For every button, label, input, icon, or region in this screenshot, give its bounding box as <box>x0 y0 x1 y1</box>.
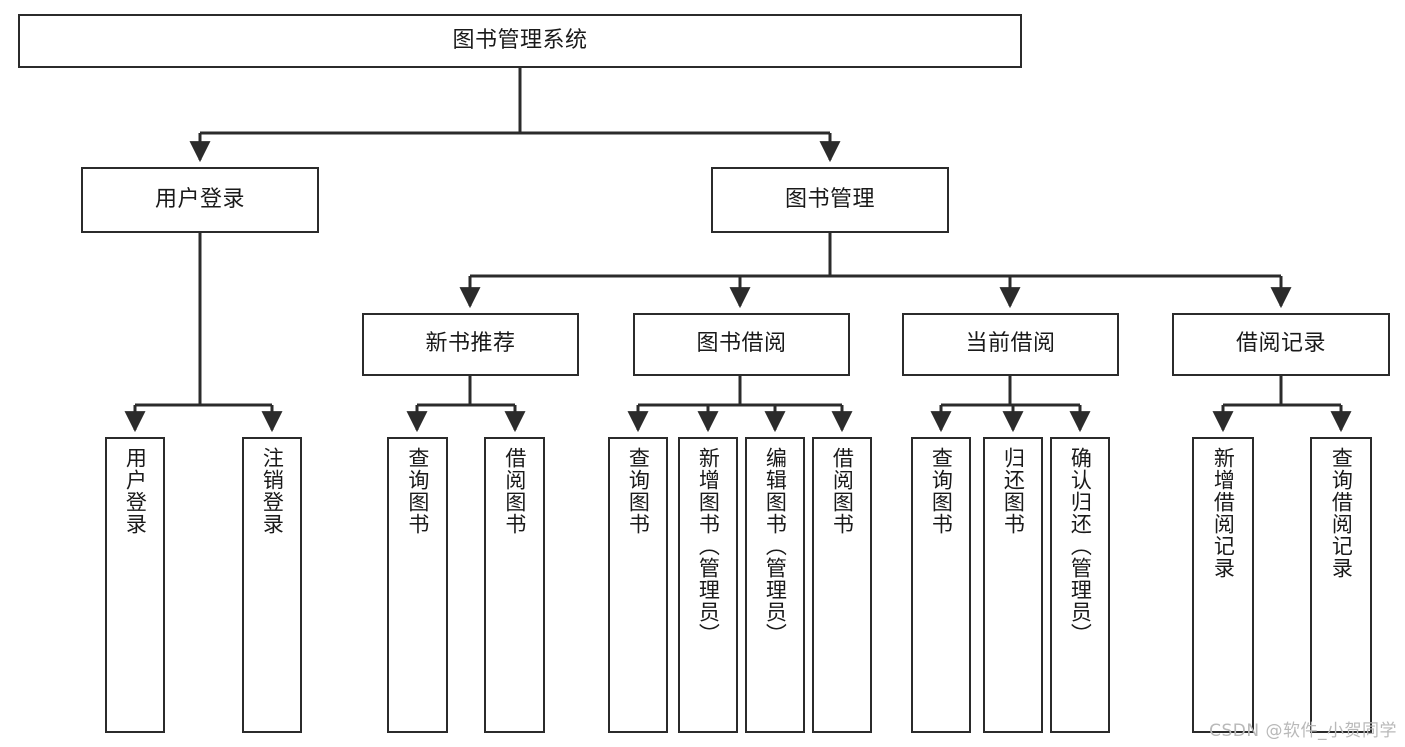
node-user-login[interactable]: 用户登录 <box>81 167 319 233</box>
edges-borrow-to-leaves <box>627 376 853 433</box>
leaf-logout[interactable]: 注销登录 <box>242 437 302 733</box>
node-label: 新增图书（管理员） <box>696 447 721 645</box>
leaf-borrow-book[interactable]: 借阅图书 <box>812 437 872 733</box>
node-label: 图书管理 <box>784 186 875 212</box>
node-label: 用户登录 <box>154 186 245 212</box>
node-label: 当前借阅 <box>965 331 1056 357</box>
leaf-edit-book-admin[interactable]: 编辑图书（管理员） <box>745 437 805 733</box>
node-borrow-record[interactable]: 借阅记录 <box>1172 313 1390 376</box>
leaf-query-book-current[interactable]: 查询图书 <box>911 437 971 733</box>
node-root-system[interactable]: 图书管理系统 <box>18 14 1022 68</box>
leaf-query-book-newbook[interactable]: 查询图书 <box>387 437 448 733</box>
leaf-borrow-book-newbook[interactable]: 借阅图书 <box>484 437 545 733</box>
leaf-query-book-borrow[interactable]: 查询图书 <box>608 437 668 733</box>
edges-root-to-level1 <box>189 68 841 163</box>
leaf-return-book[interactable]: 归还图书 <box>983 437 1043 733</box>
node-label: 用户登录 <box>123 447 148 535</box>
edges-current-to-leaves <box>930 376 1091 433</box>
node-label: 新书推荐 <box>425 331 516 357</box>
node-new-book-recommend[interactable]: 新书推荐 <box>362 313 579 376</box>
node-label: 编辑图书（管理员） <box>763 447 788 645</box>
node-label: 借阅记录 <box>1235 331 1326 357</box>
csdn-watermark: CSDN @软件_小贺同学 <box>1209 721 1397 741</box>
node-label: 查询图书 <box>626 447 651 535</box>
node-label: 借阅图书 <box>830 447 855 535</box>
node-label: 查询图书 <box>929 447 954 535</box>
node-label: 新增借阅记录 <box>1211 447 1236 579</box>
leaf-add-book-admin[interactable]: 新增图书（管理员） <box>678 437 738 733</box>
edges-level1-to-level2 <box>459 233 1292 309</box>
node-label: 注销登录 <box>260 447 285 535</box>
edges-userlogin-to-leaves <box>124 233 283 433</box>
node-label: 查询图书 <box>405 447 430 535</box>
leaf-confirm-return-admin[interactable]: 确认归还（管理员） <box>1050 437 1110 733</box>
edges-newbook-to-leaves <box>406 376 526 433</box>
node-book-management[interactable]: 图书管理 <box>711 167 949 233</box>
leaf-query-borrow-record[interactable]: 查询借阅记录 <box>1310 437 1372 733</box>
edges-record-to-leaves <box>1212 376 1352 433</box>
node-label: 图书借阅 <box>696 331 787 357</box>
node-current-borrow[interactable]: 当前借阅 <box>902 313 1119 376</box>
node-label: 图书管理系统 <box>452 27 588 53</box>
node-book-borrow[interactable]: 图书借阅 <box>633 313 850 376</box>
leaf-user-login[interactable]: 用户登录 <box>105 437 165 733</box>
leaf-add-borrow-record[interactable]: 新增借阅记录 <box>1192 437 1254 733</box>
node-label: 确认归还（管理员） <box>1068 447 1093 645</box>
node-label: 归还图书 <box>1001 447 1026 535</box>
node-label: 借阅图书 <box>502 447 527 535</box>
node-label: 查询借阅记录 <box>1329 447 1354 579</box>
